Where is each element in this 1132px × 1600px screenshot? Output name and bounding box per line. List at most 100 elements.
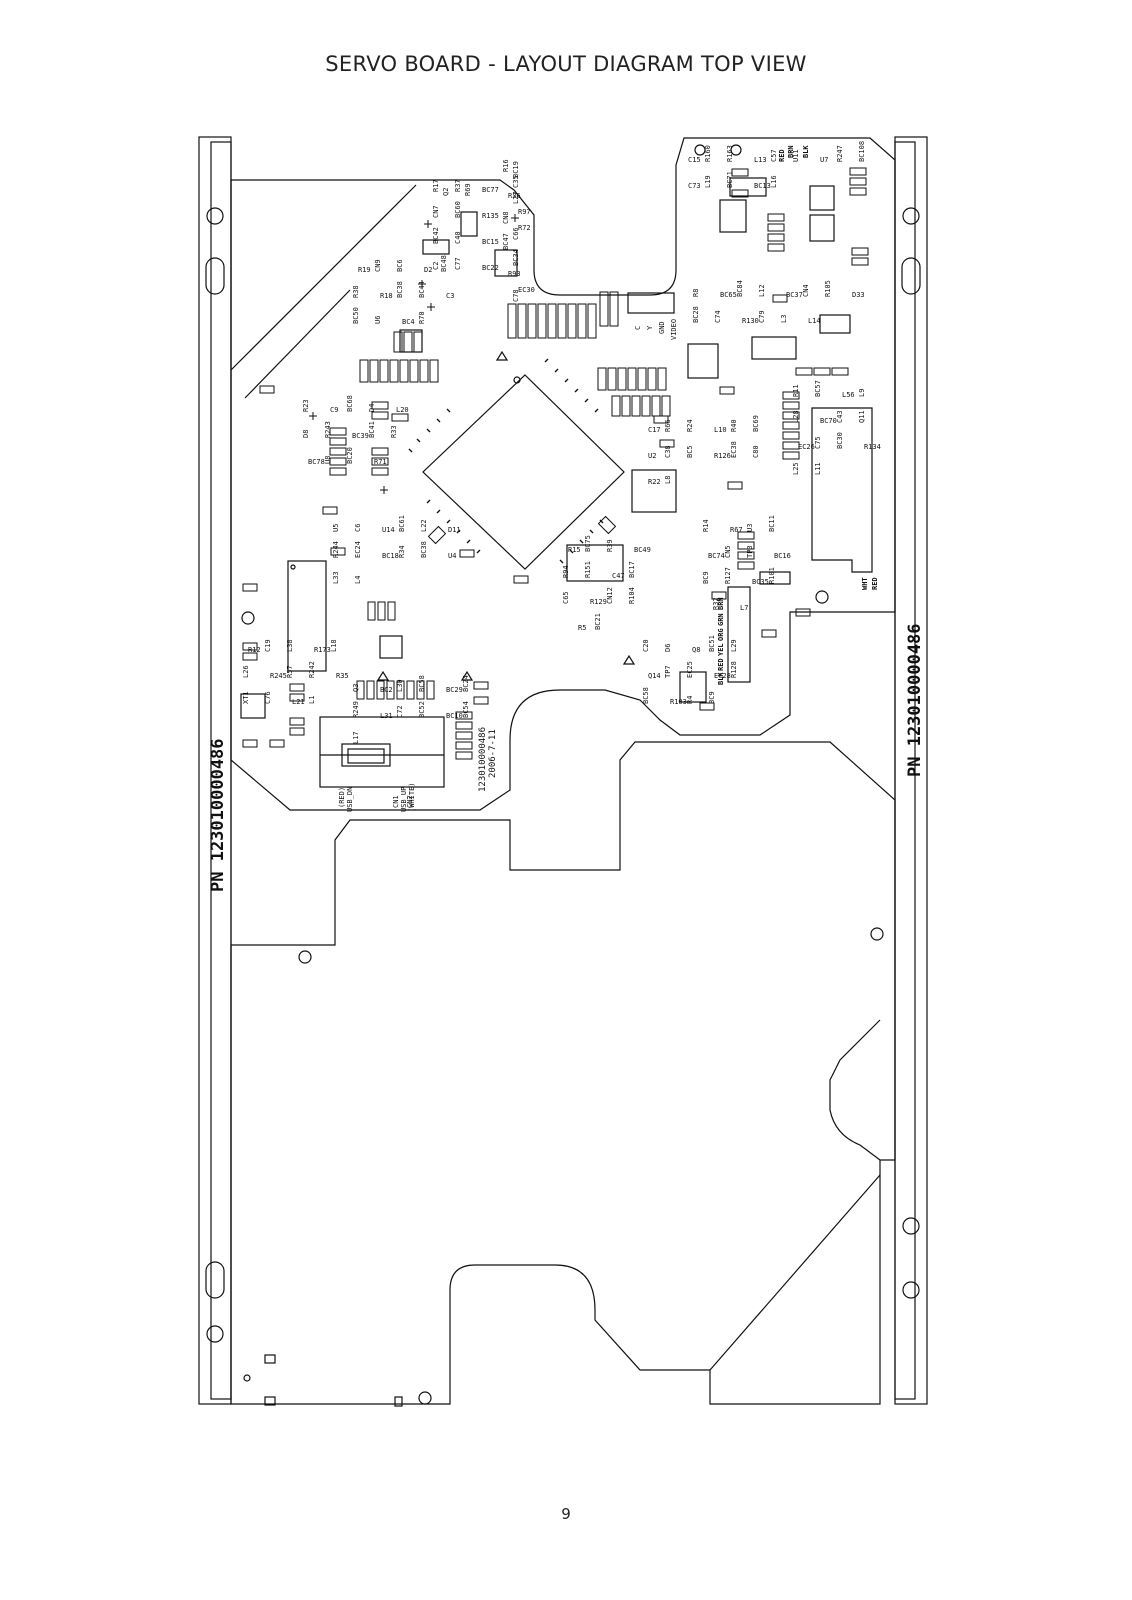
component-label: R101 (768, 567, 776, 584)
right-side-notch (829, 1019, 881, 1161)
small-pads (242, 294, 811, 748)
component-label: L14 (808, 317, 821, 325)
component-label: EC38 (730, 441, 738, 458)
component-label: BC69 (752, 415, 760, 432)
component-label: BC18 (382, 552, 399, 560)
cn1-white: (WHITE) (408, 782, 416, 812)
component-label: U4 (448, 552, 456, 560)
component-label: C20 (642, 639, 650, 652)
component-label: C73 (688, 182, 701, 190)
component-label: BC60 (454, 201, 462, 218)
component-block (809, 185, 835, 211)
component-label: R35 (336, 672, 349, 680)
component-label: BC108 (858, 141, 866, 162)
component-label: L17 (352, 731, 360, 744)
component-label: BC9 (708, 691, 716, 704)
component-label: BC9 (702, 571, 710, 584)
component-label: R39 (606, 539, 614, 552)
component-label: R17 (432, 179, 440, 192)
board-hole (418, 1391, 432, 1405)
component-label: BC28 (692, 306, 700, 323)
component-label: BC78 (308, 458, 325, 466)
component-label: BC65 (720, 291, 737, 299)
component-label: U8 (324, 456, 332, 464)
component-label: R129 (590, 598, 607, 606)
component-label: L29 (730, 639, 738, 652)
component-label: L16 (770, 175, 778, 188)
component-label: D2 (424, 266, 432, 274)
component-label: R72 (518, 224, 531, 232)
component-label: C9 (330, 406, 338, 414)
board-hole (730, 144, 742, 156)
component-label: R126 (714, 452, 731, 460)
component-label: R70 (418, 311, 426, 324)
component-label: C76 (264, 691, 272, 704)
component-label: R249 (352, 701, 360, 718)
component-label: D11 (448, 526, 461, 534)
component-label: R69 (464, 183, 472, 196)
component-label: R16 (502, 159, 510, 172)
pad-row-top-center (507, 291, 619, 339)
component-label: L56 (842, 391, 855, 399)
board-hole (694, 144, 706, 156)
component-label: C75 (814, 436, 822, 449)
component-label: L3 (780, 315, 788, 323)
component-label: Q14 (648, 672, 661, 680)
pad-row-mid-right (597, 367, 671, 417)
component-label: TP7 (664, 665, 672, 678)
right-rail-part-number: PN 123010000486 (905, 623, 925, 777)
component-label: CN9 (374, 259, 382, 272)
component-label: R245 (270, 672, 287, 680)
component-block (719, 199, 747, 233)
cn5-wire-red: RED (717, 658, 725, 671)
component-label: U6 (374, 316, 382, 324)
component-label: R34 (398, 545, 406, 558)
mounting-hole (902, 1281, 920, 1299)
mounting-slot (205, 1261, 225, 1299)
component-label: R4 (686, 696, 694, 704)
soc-pin1-marker (513, 376, 521, 384)
component-label: BC52 (418, 701, 426, 718)
component-label: BC54 (462, 701, 470, 718)
component-label: BC37 (786, 291, 803, 299)
cn5-wire-org: ORG (717, 628, 725, 641)
component-label: EC25 (686, 661, 694, 678)
component-label: BC68 (346, 395, 354, 412)
video-c: C (634, 326, 642, 330)
mounting-slot (901, 257, 921, 295)
component-label: R244 (332, 541, 340, 558)
ic-u4 (287, 560, 327, 672)
component-label: U5 (332, 524, 340, 532)
component-label: C57 (770, 149, 778, 162)
component-label: BC61 (398, 515, 406, 532)
upper-diagonal-edge-2 (244, 289, 351, 399)
component-label: BC5 (686, 445, 694, 458)
component-label: L31 (380, 712, 393, 720)
component-label: C78 (512, 289, 520, 302)
component-label: BC47 (502, 233, 510, 250)
component-label: CN5 (724, 545, 732, 558)
component-label: R33 (390, 425, 398, 438)
component-label: R128 (730, 661, 738, 678)
component-label: BC2 (380, 686, 393, 694)
component-label: R93 (508, 270, 521, 278)
component-label: TP3 (746, 545, 754, 558)
component-label: BC35 (752, 578, 769, 586)
right-rail-inner (894, 141, 916, 1400)
component-block (687, 343, 719, 379)
component-label: D8 (302, 430, 310, 438)
component-label: U2 (648, 452, 656, 460)
component-label: BC24 (462, 675, 470, 692)
cn2-red: (RED) (338, 787, 346, 808)
cn2-usb-dn: USB_DN (346, 787, 354, 812)
pad-column-left (329, 401, 409, 476)
board-hole (815, 590, 829, 604)
component-label: C79 (758, 310, 766, 323)
board-hole (243, 1374, 251, 1382)
component-label: R242 (308, 661, 316, 678)
component-label: R36 (508, 192, 521, 200)
component-block (627, 292, 675, 314)
component-label: BC58 (642, 687, 650, 704)
cn3-wire-blk: BLK (802, 145, 810, 158)
